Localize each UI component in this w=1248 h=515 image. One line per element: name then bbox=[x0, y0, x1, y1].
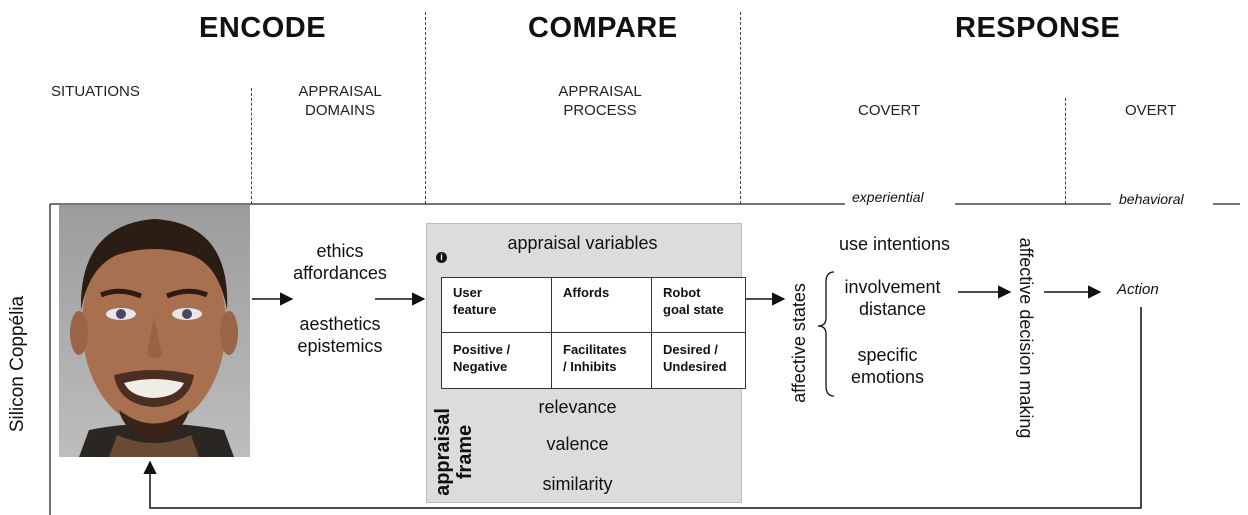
frame-item-relevance: relevance bbox=[538, 397, 617, 417]
value-facilitates-inhibits: Facilitates / Inhibits bbox=[551, 332, 652, 389]
appraisal-process-line-1: APPRAISAL bbox=[558, 83, 642, 100]
divider-situations-domains bbox=[251, 88, 252, 204]
info-icon: i bbox=[436, 252, 447, 263]
header-user-feature-line-1: User bbox=[453, 285, 482, 300]
frame-item-valence: valence bbox=[546, 434, 609, 454]
specific-line: specific bbox=[857, 345, 918, 365]
behavioral-label: behavioral bbox=[1119, 191, 1184, 207]
header-affords: Affords bbox=[551, 277, 652, 333]
appraisal-variables-title: appraisal variables bbox=[507, 233, 658, 253]
value-desired-line-1: Desired / bbox=[663, 342, 718, 357]
frame-item-similarity: similarity bbox=[542, 474, 613, 494]
situations-heading: SITUATIONS bbox=[51, 83, 140, 100]
appraisal-domains-heading: APPRAISAL DOMAINS bbox=[280, 82, 400, 120]
header-robot-goal-line-2: goal state bbox=[663, 302, 724, 317]
decision-making-box: affective decision making bbox=[921, 238, 1131, 439]
involvement-line: involvement bbox=[844, 277, 941, 297]
specific-emotions: specific emotions bbox=[830, 344, 945, 388]
feedback-loop-arrow bbox=[143, 307, 1142, 509]
response-heading: RESPONSE bbox=[955, 12, 1121, 44]
covert-heading: COVERT bbox=[858, 102, 921, 119]
overt-heading: OVERT bbox=[1125, 102, 1177, 119]
value-desired-undesired: Desired / Undesired bbox=[651, 332, 746, 389]
use-intentions: use intentions bbox=[838, 234, 951, 254]
affective-decision-making-label: affective decision making bbox=[1016, 237, 1036, 439]
header-affords-line-1: Affords bbox=[563, 285, 610, 300]
domain-epistemics: epistemics bbox=[297, 336, 383, 356]
domain-aesthetics: aesthetics bbox=[299, 314, 381, 334]
appraisal-process-heading: APPRAISAL PROCESS bbox=[540, 82, 660, 120]
appraisal-domains-line-1: APPRAISAL bbox=[298, 83, 382, 100]
header-user-feature-line-2: feature bbox=[453, 302, 497, 317]
encode-heading: ENCODE bbox=[199, 12, 327, 44]
value-desired-line-2: Undesired bbox=[663, 359, 727, 374]
value-positive-line-1: Positive / bbox=[453, 342, 511, 357]
emotions-line: emotions bbox=[850, 367, 925, 387]
appraisal-frame-line-2: frame bbox=[454, 424, 476, 480]
value-positive-negative: Positive / Negative bbox=[441, 332, 552, 389]
action-label: Action bbox=[1117, 281, 1159, 298]
involvement-distance: involvement distance bbox=[830, 276, 955, 320]
divider-encode-compare bbox=[425, 12, 426, 204]
domains-group-2: aesthetics epistemics bbox=[270, 313, 410, 357]
appraisal-frame-label: appraisal frame bbox=[432, 402, 476, 502]
divider-covert-overt bbox=[1065, 98, 1066, 204]
value-facilitates-line-2: / Inhibits bbox=[563, 359, 617, 374]
experiential-label: experiential bbox=[852, 189, 924, 205]
appraisal-domains-line-2: DOMAINS bbox=[304, 102, 375, 119]
domain-affordances: affordances bbox=[293, 263, 387, 283]
domain-ethics: ethics bbox=[316, 241, 364, 261]
divider-compare-response bbox=[740, 12, 741, 204]
appraisal-frame-line-1: appraisal bbox=[432, 408, 454, 496]
header-user-feature: User feature bbox=[441, 277, 552, 333]
appraisal-process-line-2: PROCESS bbox=[563, 102, 637, 119]
header-robot-goal-line-1: Robot bbox=[663, 285, 701, 300]
affective-states-brace bbox=[817, 271, 835, 397]
affective-states-label: affective states bbox=[789, 283, 809, 403]
value-positive-line-2: Negative bbox=[453, 359, 508, 374]
appraisal-frame-label-box: appraisal frame bbox=[404, 408, 504, 496]
appraisal-variables-table: User feature Affords Robot goal state Po… bbox=[441, 277, 746, 389]
value-facilitates-line-1: Facilitates bbox=[563, 342, 627, 357]
distance-line: distance bbox=[858, 299, 927, 319]
compare-heading: COMPARE bbox=[528, 12, 678, 44]
face-illustration bbox=[70, 219, 238, 457]
domains-group-1: ethics affordances bbox=[270, 240, 410, 284]
header-robot-goal-state: Robot goal state bbox=[651, 277, 746, 333]
agent-face-image bbox=[59, 205, 250, 457]
